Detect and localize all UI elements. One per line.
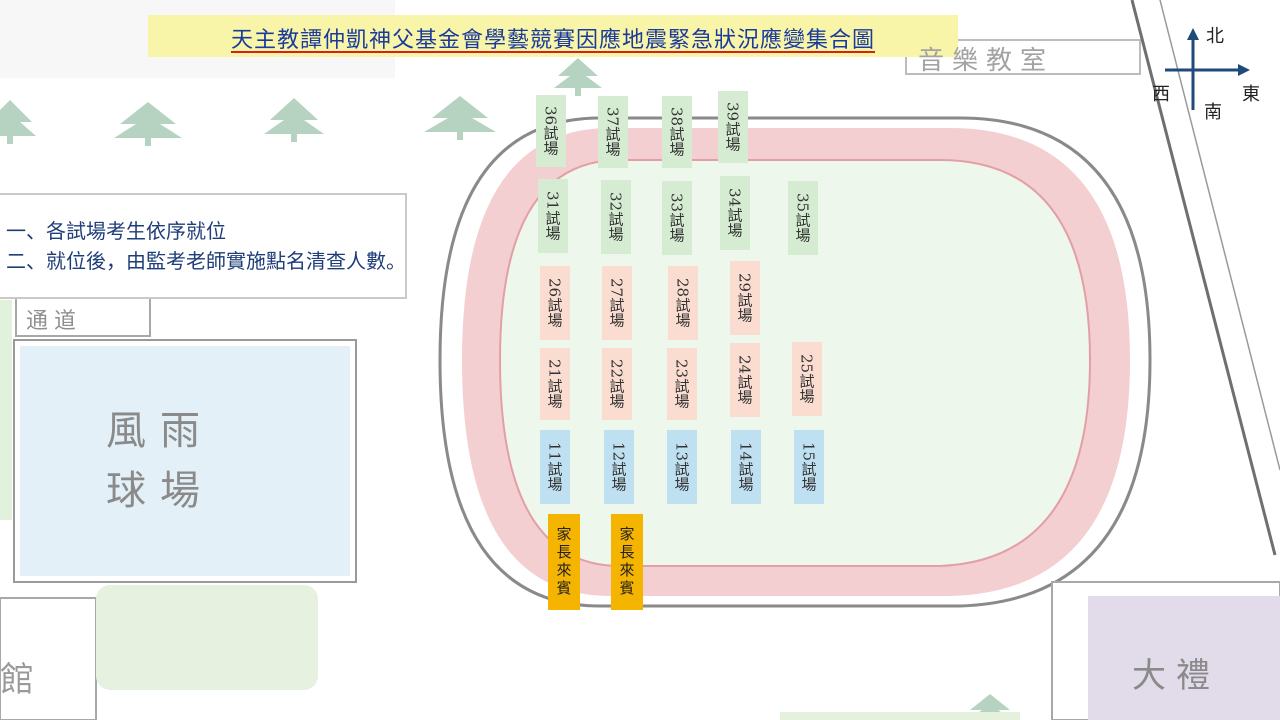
room-12: 12試場 bbox=[604, 430, 634, 504]
room-15: 15試場 bbox=[794, 430, 824, 504]
room-29: 29試場 bbox=[730, 261, 760, 335]
tree-icon bbox=[264, 98, 324, 142]
passage-label: 通道 bbox=[26, 309, 83, 334]
music-room-building bbox=[905, 39, 1141, 75]
room-21: 21試場 bbox=[540, 348, 570, 420]
room-13: 13試場 bbox=[667, 430, 697, 504]
room-37: 37試場 bbox=[598, 96, 628, 168]
room-33: 33試場 bbox=[662, 181, 692, 255]
instruction-2: 二、就位後，由監考老師實施點名清查人數。 bbox=[6, 249, 406, 273]
guest-area-2: 家長來賓 bbox=[611, 514, 643, 610]
tree-icon bbox=[424, 96, 496, 140]
compass-west: 西 bbox=[1152, 84, 1170, 105]
compass-arrow-icon bbox=[1165, 28, 1250, 110]
room-27: 27試場 bbox=[602, 266, 632, 340]
page-title: 天主教譚仲凱神父基金會學藝競賽因應地震緊急狀況應變集合圖 bbox=[230, 28, 875, 53]
tree-icon bbox=[114, 102, 182, 146]
road-line-2 bbox=[1159, 0, 1280, 471]
room-14: 14試場 bbox=[731, 430, 761, 504]
music-room-label: 音樂教室 bbox=[918, 46, 1055, 76]
instructions-box: 一、各試場考生依序就位 二、就位後，由監考老師實施點名清查人數。 bbox=[0, 193, 407, 299]
road-line-1 bbox=[1130, 0, 1277, 556]
room-24: 24試場 bbox=[730, 343, 760, 417]
auditorium-fill bbox=[1088, 596, 1280, 720]
court-label-line2: 球場 bbox=[106, 468, 214, 514]
room-32: 32試場 bbox=[601, 180, 631, 254]
room-31: 31試場 bbox=[538, 179, 568, 253]
room-38: 38試場 bbox=[662, 96, 692, 168]
court-fill bbox=[20, 346, 350, 576]
instruction-1: 一、各試場考生依序就位 bbox=[6, 219, 226, 243]
room-28: 28試場 bbox=[668, 266, 698, 340]
tree-icon bbox=[554, 58, 602, 96]
room-34: 34試場 bbox=[720, 176, 750, 250]
room-36: 36試場 bbox=[536, 95, 566, 167]
room-39: 39試場 bbox=[718, 91, 748, 163]
lawn bbox=[96, 585, 318, 690]
room-35: 35試場 bbox=[788, 181, 818, 255]
title-banner: 天主教譚仲凱神父基金會學藝競賽因應地震緊急狀況應變集合圖 bbox=[148, 15, 958, 57]
guest-area-1: 家長來賓 bbox=[548, 514, 580, 610]
room-23: 23試場 bbox=[667, 348, 697, 420]
room-26: 26試場 bbox=[540, 266, 570, 340]
bottom-lawn bbox=[780, 712, 1020, 720]
green-strip bbox=[0, 300, 12, 520]
auditorium-label: 大禮 bbox=[1132, 656, 1220, 696]
compass-south: 南 bbox=[1204, 102, 1222, 123]
compass-north: 北 bbox=[1206, 26, 1224, 47]
hall-label: 館 bbox=[0, 660, 34, 700]
room-22: 22試場 bbox=[602, 348, 632, 420]
room-11: 11試場 bbox=[540, 430, 570, 504]
room-25: 25試場 bbox=[792, 342, 822, 416]
compass-east: 東 bbox=[1242, 84, 1260, 105]
tree-icon bbox=[0, 100, 36, 144]
court-label-line1: 風雨 bbox=[106, 408, 214, 454]
passage-box bbox=[15, 293, 151, 337]
